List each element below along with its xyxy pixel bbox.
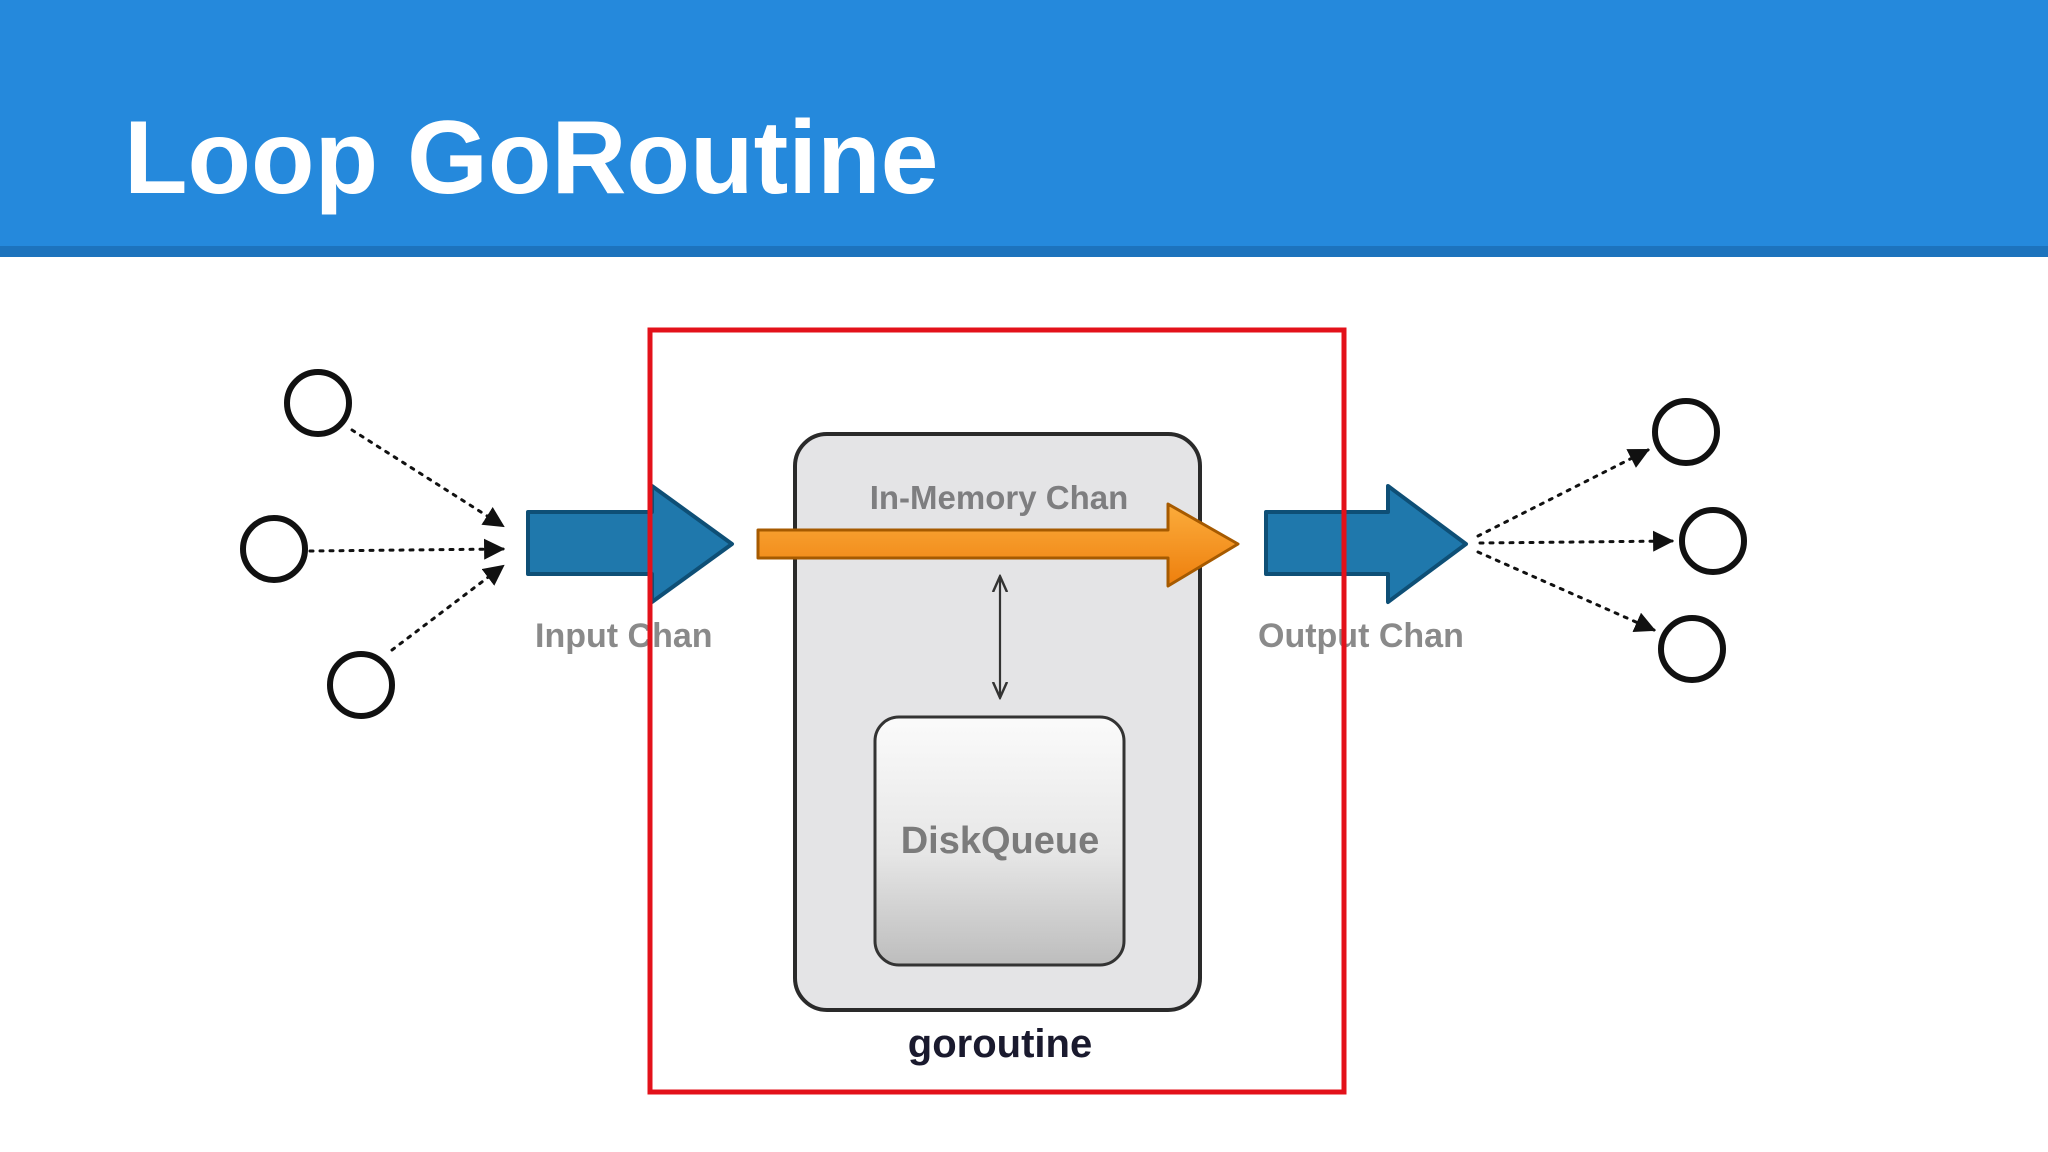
- input-chan-arrow: [526, 484, 734, 604]
- header-rule: [0, 246, 2048, 257]
- producer-nodes: [240, 369, 395, 719]
- in-memory-chan-label: In-Memory Chan: [870, 479, 1129, 516]
- producer-node: [327, 651, 395, 719]
- input-chan-label: Input Chan: [535, 617, 713, 655]
- send-arrow: [350, 428, 505, 528]
- consumer-node: [1652, 398, 1720, 466]
- goroutine-label: goroutine: [908, 1022, 1092, 1066]
- consumer-node: [1679, 507, 1747, 575]
- consumer-nodes: [1652, 398, 1747, 683]
- consumer-receive-arrows: [1476, 448, 1675, 632]
- producer-node: [240, 515, 308, 583]
- consumer-node: [1658, 615, 1726, 683]
- slide-title: Loop GoRoutine: [124, 100, 939, 216]
- send-arrow: [390, 564, 505, 652]
- slide-header: [0, 0, 2048, 246]
- send-arrow: [308, 538, 506, 560]
- output-chan-label: Output Chan: [1258, 617, 1464, 655]
- in-memory-chan-arrow: [756, 502, 1240, 588]
- receive-arrow: [1476, 448, 1650, 538]
- disk-queue-box: [873, 715, 1126, 967]
- producer-node: [284, 369, 352, 437]
- producer-send-arrows: [308, 428, 506, 652]
- output-chan-arrow: [1264, 484, 1468, 604]
- receive-arrow: [1478, 530, 1675, 552]
- disk-queue-label: DiskQueue: [901, 820, 1100, 862]
- receive-arrow: [1476, 550, 1656, 632]
- highlight-frame: [647, 327, 1347, 1095]
